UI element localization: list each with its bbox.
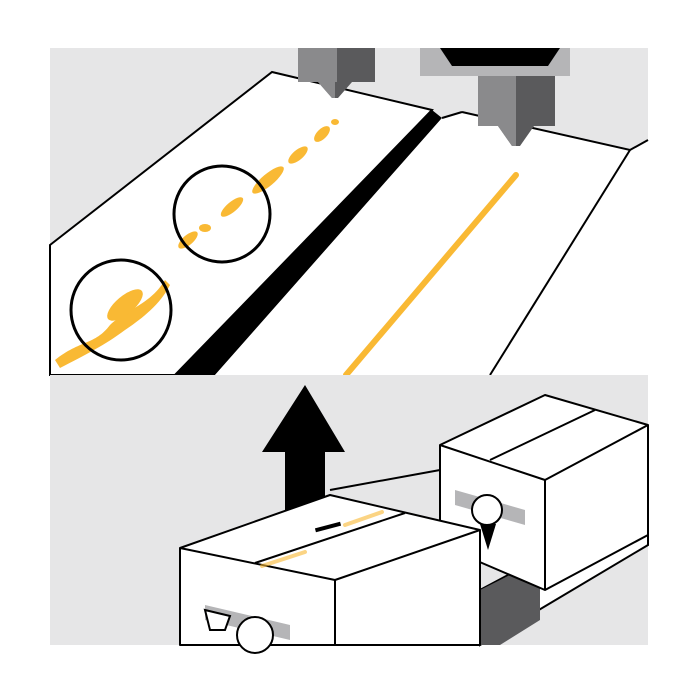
defect-circle — [172, 164, 272, 264]
right-bed-divider — [489, 149, 631, 376]
label-tail-back — [480, 524, 496, 550]
print-nozzle-right — [420, 48, 570, 146]
print-nozzle-left — [298, 48, 375, 98]
ribbon-front — [203, 608, 232, 631]
defect-circle — [69, 258, 173, 362]
right-bed-top — [441, 111, 463, 119]
consistent-extrusion-line — [343, 172, 519, 378]
tape-slot — [314, 521, 342, 533]
top-panel — [49, 48, 649, 378]
shipping-box-front — [179, 494, 481, 646]
label-seal-front — [236, 616, 274, 654]
up-arrow — [262, 385, 345, 525]
tape-stripe — [260, 550, 307, 568]
tape-stripe — [343, 510, 384, 527]
label-seal-back — [471, 494, 503, 526]
right-print-bed — [215, 112, 648, 375]
bed-gap — [175, 110, 442, 375]
bottom-panel — [50, 375, 649, 654]
